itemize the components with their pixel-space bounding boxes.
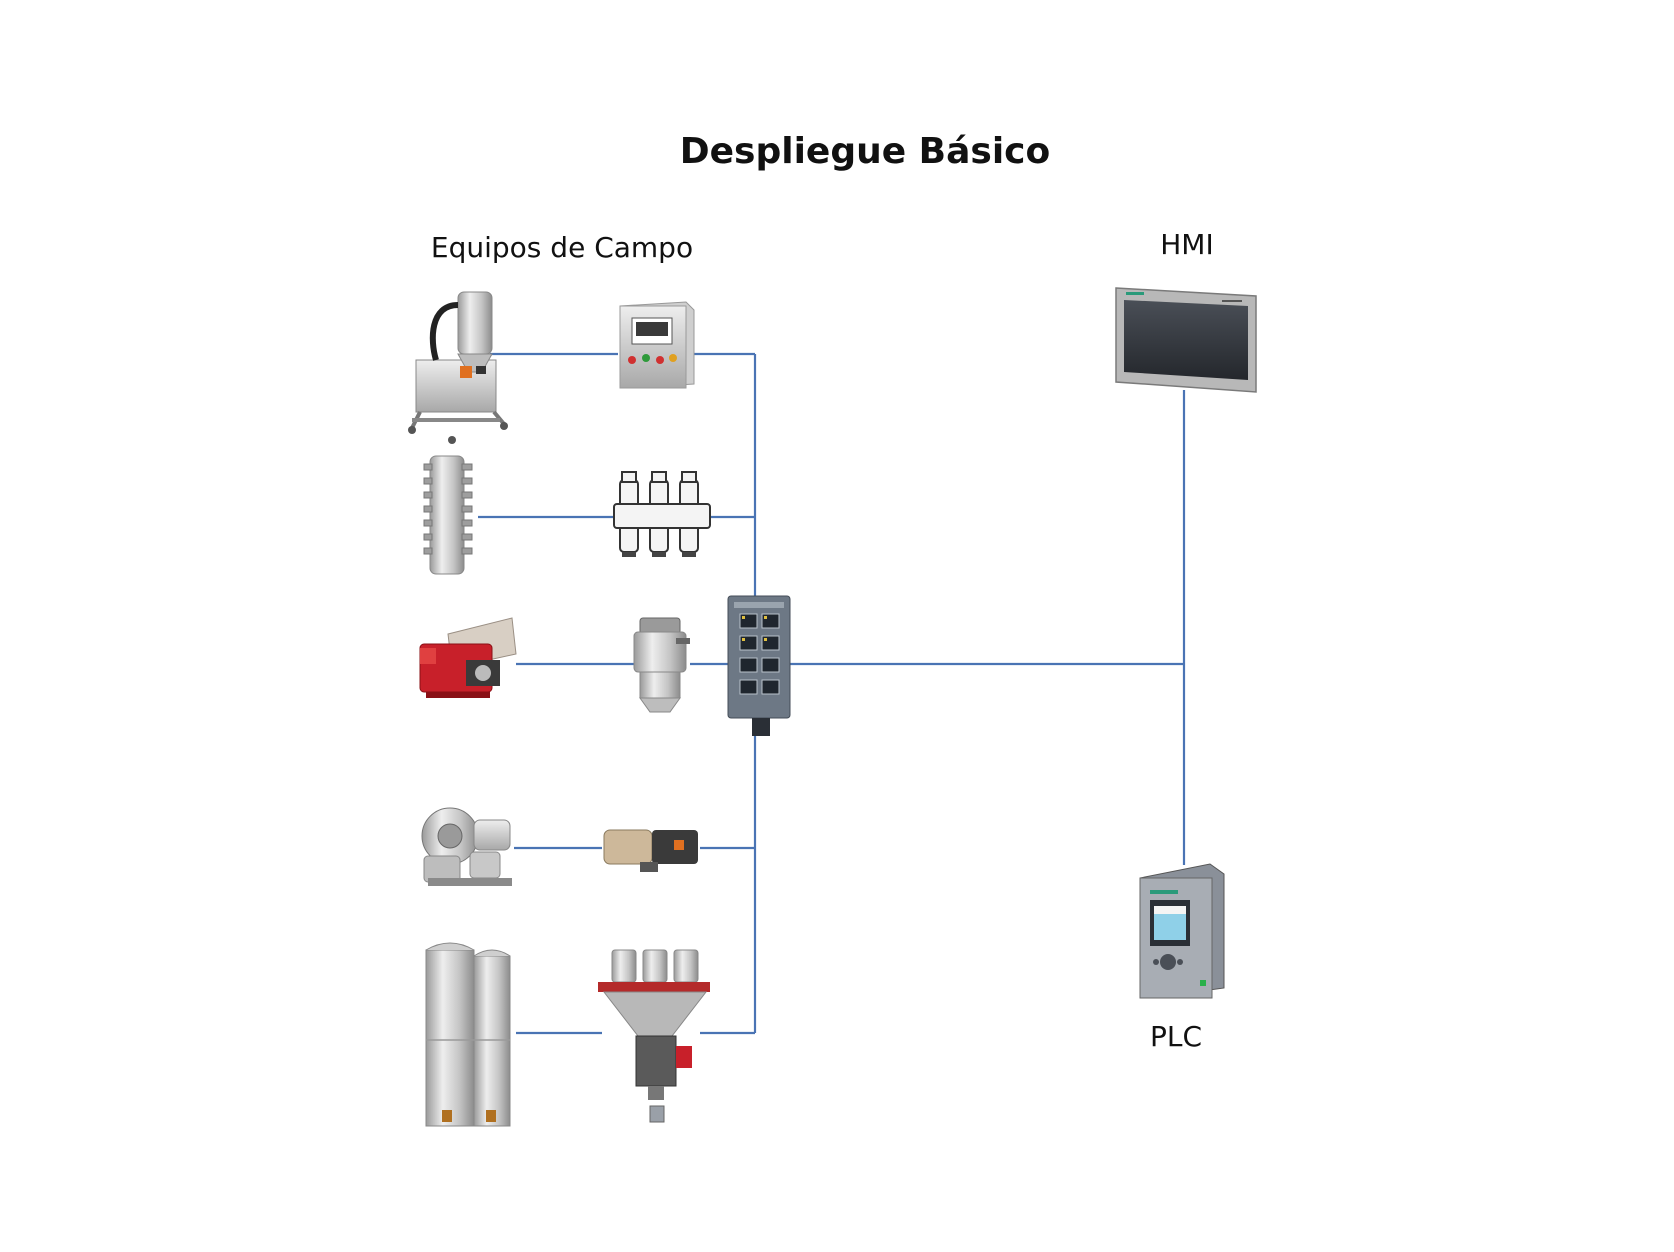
network-wires: [478, 352, 1186, 1035]
sensor-icon: [603, 829, 698, 872]
hmi-label: HMI: [1160, 228, 1213, 261]
manifold-icon: [423, 455, 473, 575]
field-devices-label: Equipos de Campo: [431, 231, 693, 264]
blower-icon: [421, 807, 512, 886]
pump-icon: [419, 617, 517, 698]
ethernet-switch-icon: [727, 595, 791, 736]
hopper-dryer-icon: [408, 291, 508, 444]
page-title: Despliegue Básico: [680, 131, 1051, 172]
plc-label: PLC: [1150, 1020, 1202, 1053]
silo-icon: [425, 942, 511, 1127]
gravimetric-blender-icon: [598, 949, 710, 1123]
control-cabinet-icon: [619, 301, 695, 389]
hmi-panel-icon: [1115, 287, 1257, 393]
valve-group-icon: [613, 471, 711, 557]
vacuum-loader-icon: [633, 617, 690, 713]
plc-icon: [1139, 863, 1225, 999]
